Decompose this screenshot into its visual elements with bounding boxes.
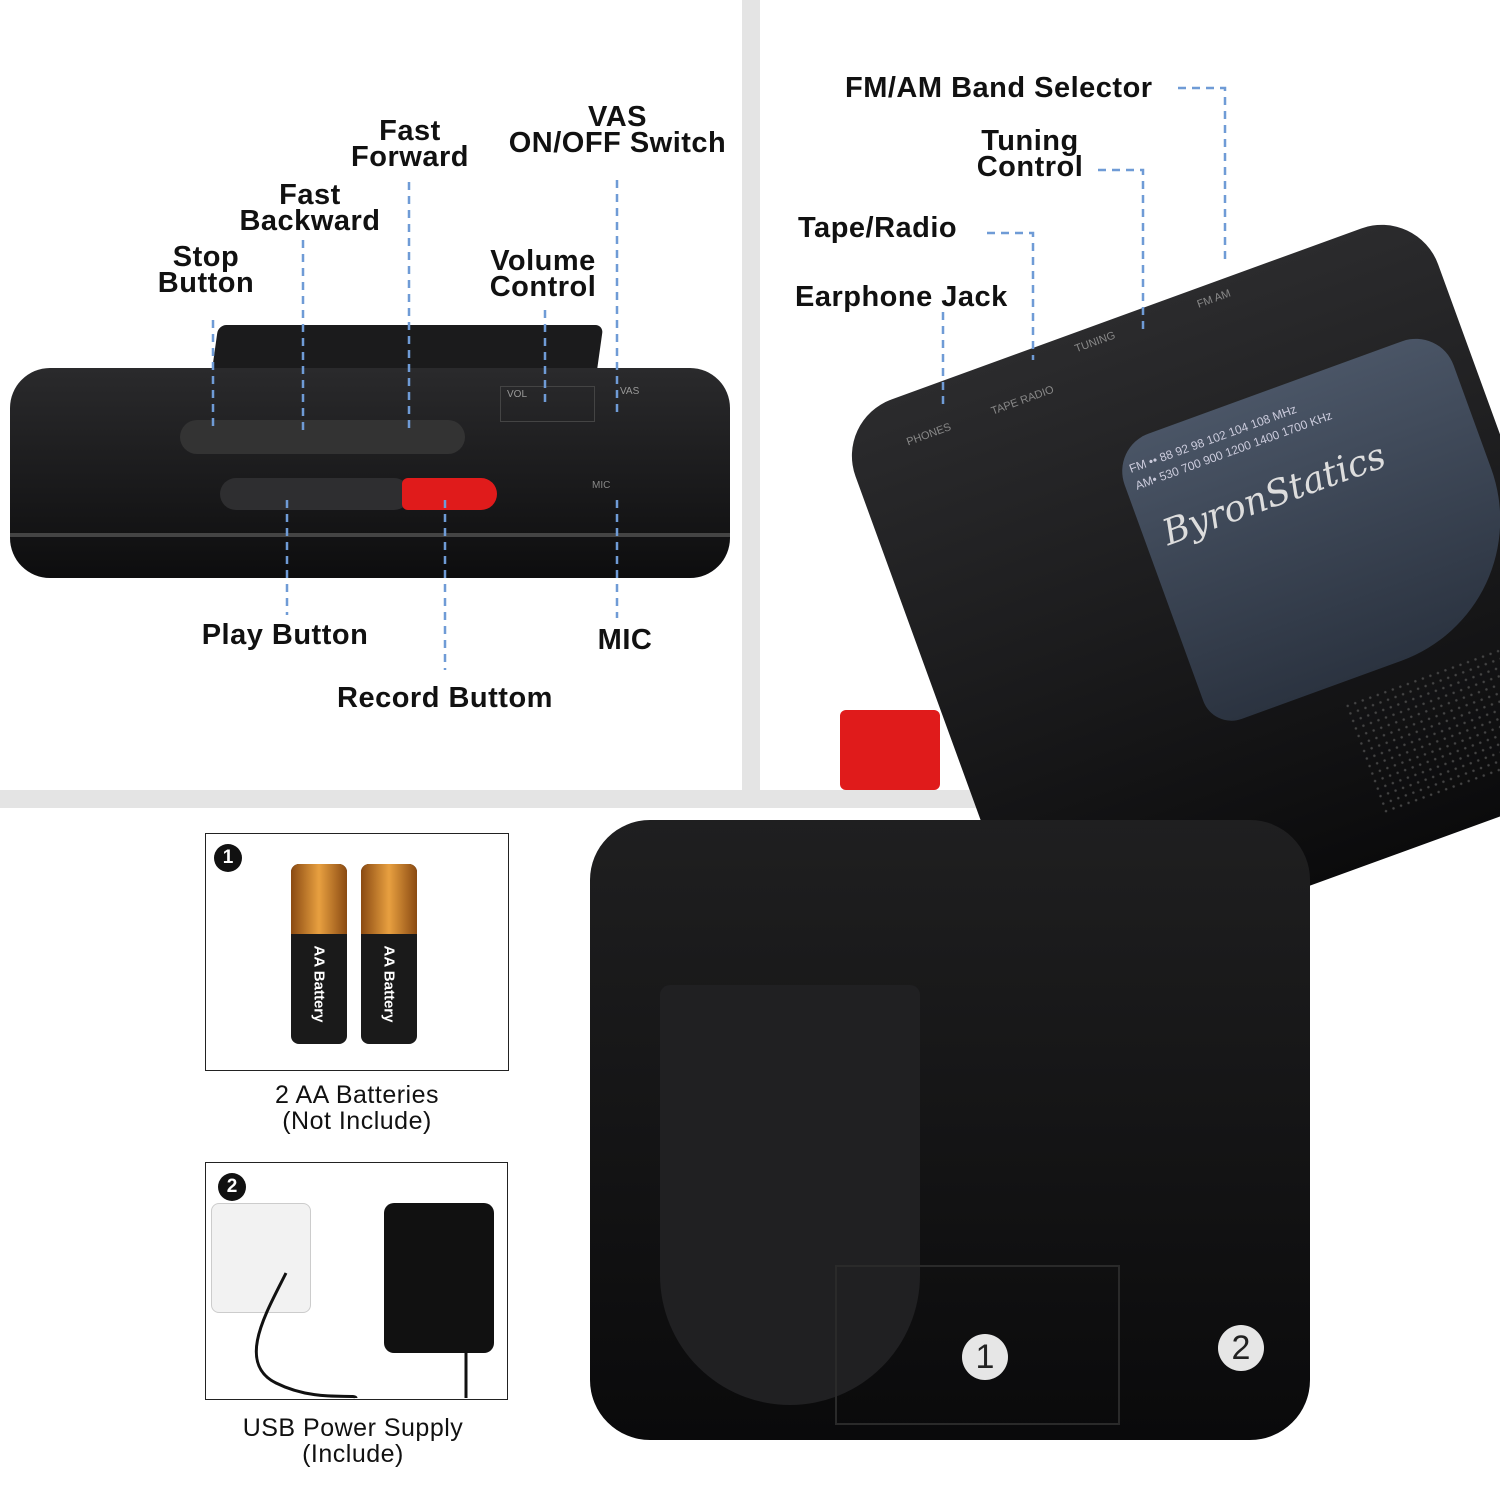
battery-door (835, 1265, 1120, 1425)
usb-cable (254, 1272, 468, 1400)
cassette-player-top-view: VOL VAS MIC (10, 368, 730, 578)
battery-caption: 2 AA Batteries (Not Include) (274, 1081, 440, 1135)
vertical-divider (742, 0, 760, 792)
belt-clip (660, 985, 920, 1405)
label-play-button: Play Button (201, 619, 369, 651)
label-earphone-jack: Earphone Jack (795, 281, 1008, 313)
aa-battery: AA Battery (361, 864, 417, 1044)
base-rim (10, 533, 730, 537)
usb-option-box: 2 (205, 1162, 508, 1400)
side-record-button (840, 710, 940, 790)
label-fast-forward: Fast Forward (351, 115, 469, 173)
option-number-1: 1 (214, 844, 242, 872)
label-stop-button: Stop Button (157, 241, 255, 299)
line-tape-radio (987, 231, 1035, 360)
callout-lines (211, 86, 1227, 670)
line-tuning (1098, 168, 1145, 330)
line-band (1178, 86, 1227, 260)
mic-print: MIC (592, 480, 611, 491)
usb-caption: USB Power Supply (Include) (242, 1414, 464, 1468)
cassette-player-back-view: 1 2 (590, 820, 1310, 1440)
aa-battery: AA Battery (291, 864, 347, 1044)
vas-print: VAS (620, 386, 640, 397)
option-number-2: 2 (218, 1173, 246, 1201)
label-fast-backward: Fast Backward (239, 179, 381, 237)
power-bank (211, 1203, 311, 1313)
transport-buttons (180, 420, 465, 454)
volume-slot: VOL (500, 386, 595, 422)
label-volume-control: Volume Control (489, 245, 597, 303)
mini-player (384, 1203, 494, 1353)
marker-battery-compartment: 1 (962, 1334, 1008, 1380)
label-tuning-control: Tuning Control (976, 125, 1084, 183)
label-vas-switch: VAS ON/OFF Switch (508, 101, 727, 159)
play-button (220, 478, 410, 510)
label-tape-radio: Tape/Radio (798, 212, 958, 244)
label-band-selector: FM/AM Band Selector (845, 72, 1153, 104)
battery-option-box: 1 AA Battery AA Battery (205, 833, 509, 1071)
label-mic: MIC (597, 624, 653, 656)
marker-usb-port: 2 (1218, 1325, 1264, 1371)
record-button (402, 478, 497, 510)
label-record-button: Record Buttom (337, 682, 553, 714)
